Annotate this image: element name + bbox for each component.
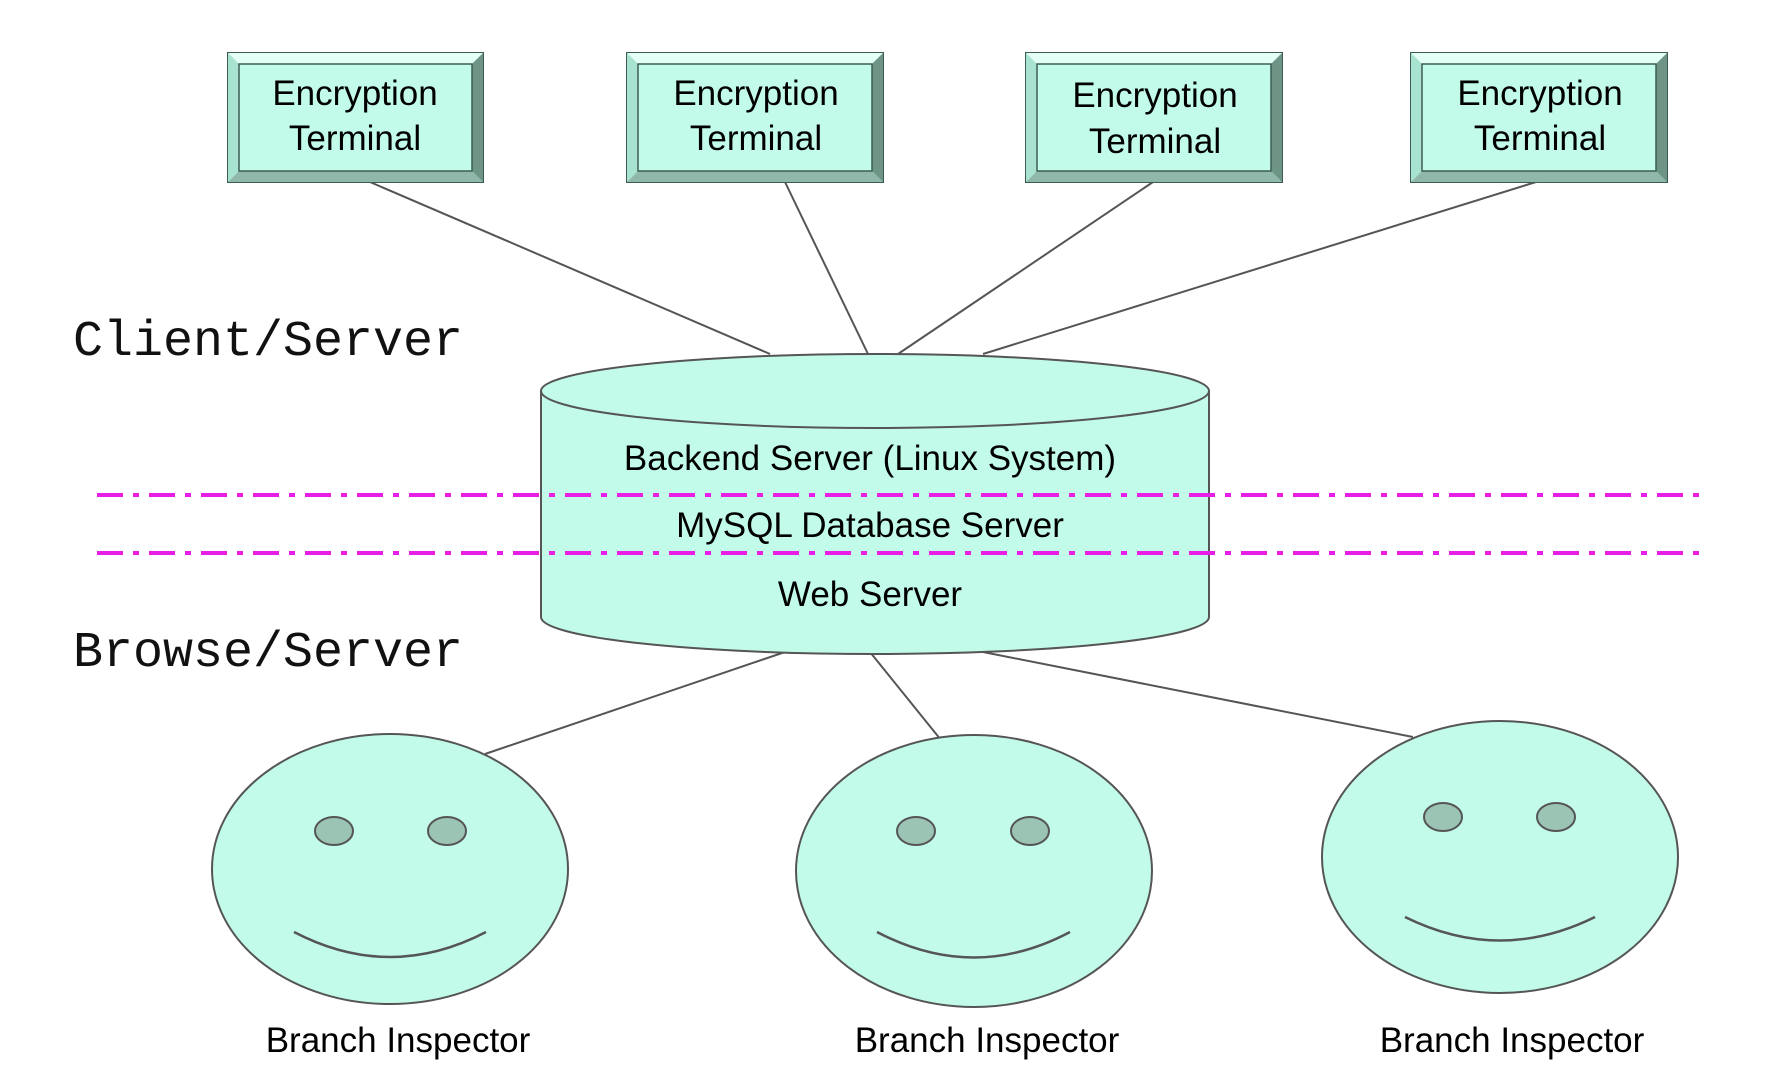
terminal-label-line2: Terminal <box>289 119 421 158</box>
link-inspector-3 <box>982 651 1414 738</box>
eye-left <box>896 816 936 846</box>
inspector-label: Branch Inspector <box>1380 1021 1645 1060</box>
smiley-face-icon <box>795 734 1153 1008</box>
terminal-1: Encryption Terminal <box>227 52 484 183</box>
inspector-label: Branch Inspector <box>266 1021 531 1060</box>
terminal-label-line2: Terminal <box>690 119 822 158</box>
smile <box>1404 915 1596 942</box>
terminal-4: Encryption Terminal <box>1410 52 1668 183</box>
eye-left <box>314 816 354 846</box>
smiley-face-icon <box>1321 720 1679 994</box>
browse-server-label: Browse/Server <box>73 625 463 682</box>
backend-server-label: Backend Server (Linux System) <box>624 439 1116 478</box>
terminal-3: Encryption Terminal <box>1025 52 1283 183</box>
terminal-label-line1: Encryption <box>673 74 838 113</box>
link-inspector-1 <box>484 651 786 755</box>
link-terminal-3 <box>897 181 1154 355</box>
smile <box>293 930 487 959</box>
eye-left <box>1423 802 1463 832</box>
database-server-label: MySQL Database Server <box>676 506 1064 545</box>
terminal-2: Encryption Terminal <box>626 52 884 183</box>
inspector-3: Branch Inspector <box>1321 720 1679 1060</box>
inspector-2: Branch Inspector <box>795 734 1153 1060</box>
link-terminal-1 <box>369 181 771 355</box>
layer-dividers <box>97 493 1700 555</box>
server-cylinder <box>540 353 1210 655</box>
client-server-label: Client/Server <box>73 314 463 371</box>
terminal-label-line1: Encryption <box>1457 74 1622 113</box>
terminal-label-line1: Encryption <box>272 74 437 113</box>
eye-right <box>1010 816 1050 846</box>
link-inspector-2 <box>869 651 942 741</box>
terminal-label-line2: Terminal <box>1474 119 1606 158</box>
web-server-label: Web Server <box>778 575 962 614</box>
eye-right <box>427 816 467 846</box>
terminal-label-line1: Encryption <box>1072 76 1237 115</box>
eye-right <box>1536 802 1576 832</box>
terminal-label-line2: Terminal <box>1089 122 1221 161</box>
connections <box>369 181 1537 755</box>
smile <box>876 930 1071 959</box>
inspector-1: Branch Inspector <box>211 733 569 1060</box>
smiley-face-icon <box>211 733 569 1005</box>
link-terminal-4 <box>982 181 1537 355</box>
link-terminal-2 <box>784 181 869 355</box>
inspector-label: Branch Inspector <box>855 1021 1120 1060</box>
